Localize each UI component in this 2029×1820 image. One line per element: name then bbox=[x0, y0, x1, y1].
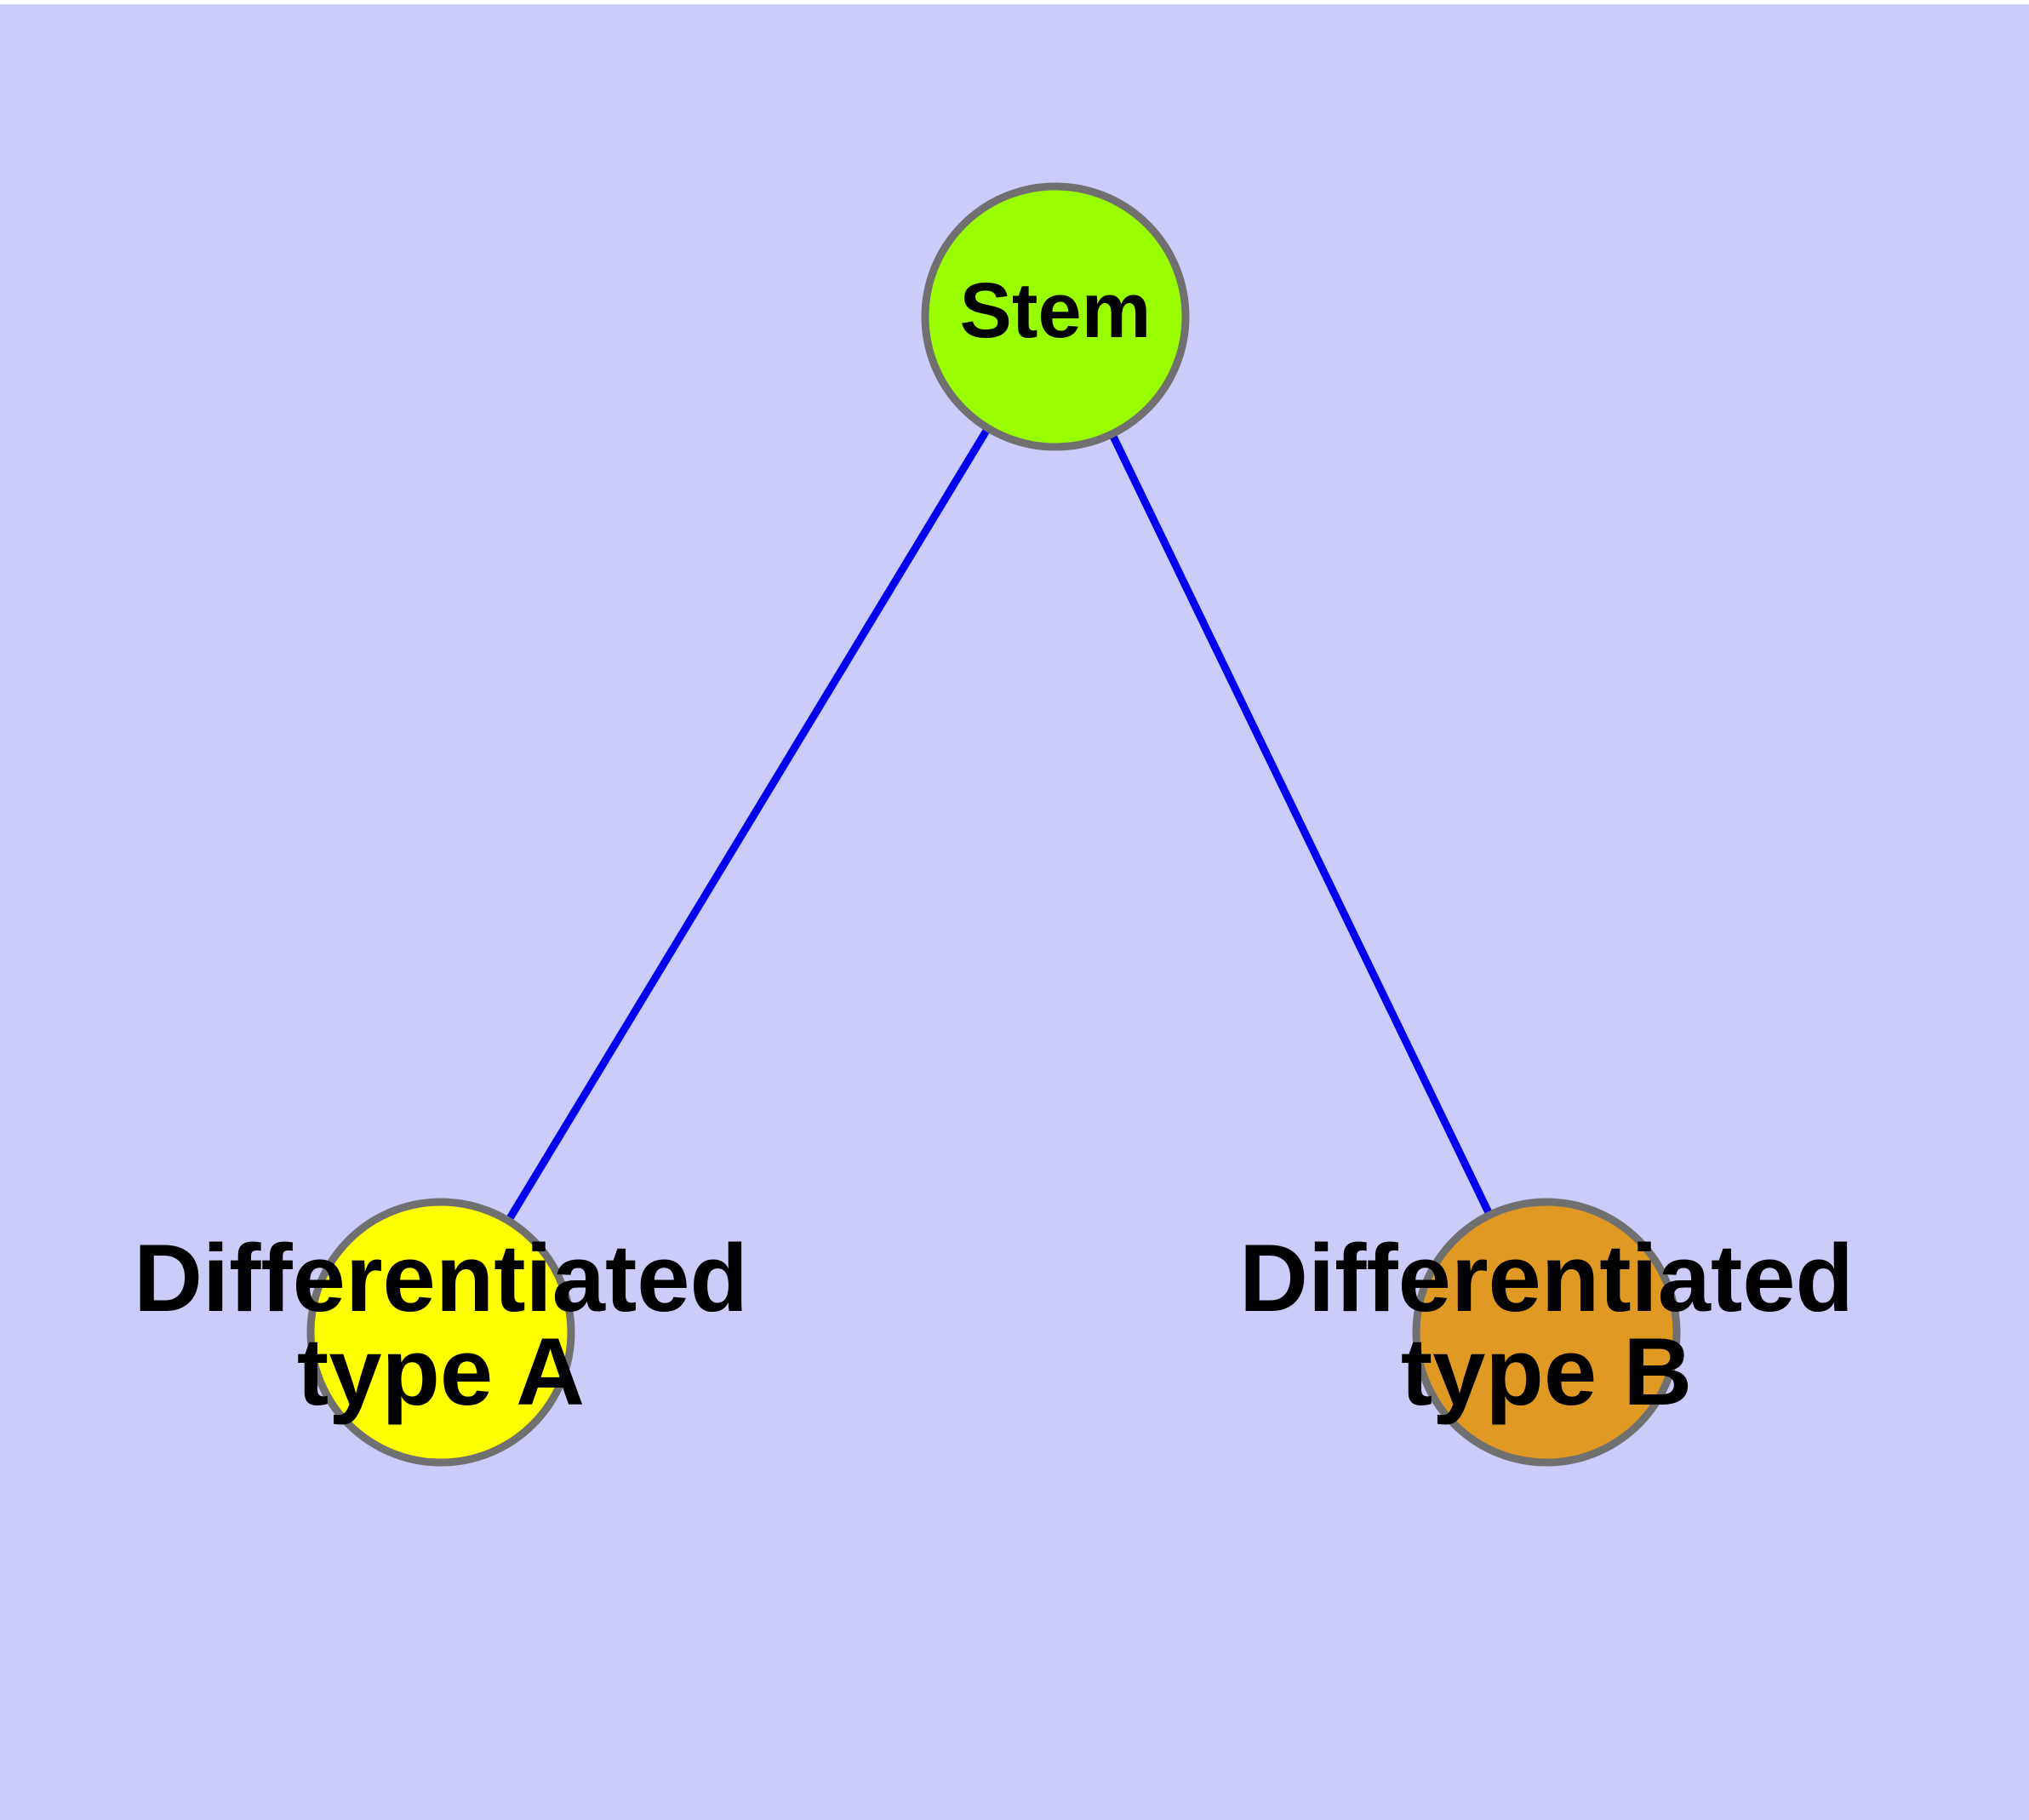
graph-node-diff_a[interactable] bbox=[306, 1198, 575, 1467]
graph-edge-stem-diff_b bbox=[1103, 421, 1499, 1228]
node-label-line: Stem bbox=[960, 267, 1152, 354]
node-label-line: type A bbox=[297, 1318, 585, 1424]
graph-edge-stem-diff_a bbox=[499, 415, 997, 1233]
node-label-line: type B bbox=[1401, 1318, 1692, 1424]
graph-node-label-stem: Stem bbox=[960, 267, 1152, 354]
graph-node-stem[interactable] bbox=[921, 182, 1190, 451]
node-label-line: Differentiated bbox=[1239, 1225, 1854, 1331]
node-label-line: Differentiated bbox=[134, 1225, 748, 1331]
edge-layer bbox=[499, 415, 1499, 1233]
node-layer bbox=[306, 182, 1681, 1467]
graph-node-diff_b[interactable] bbox=[1412, 1198, 1681, 1467]
